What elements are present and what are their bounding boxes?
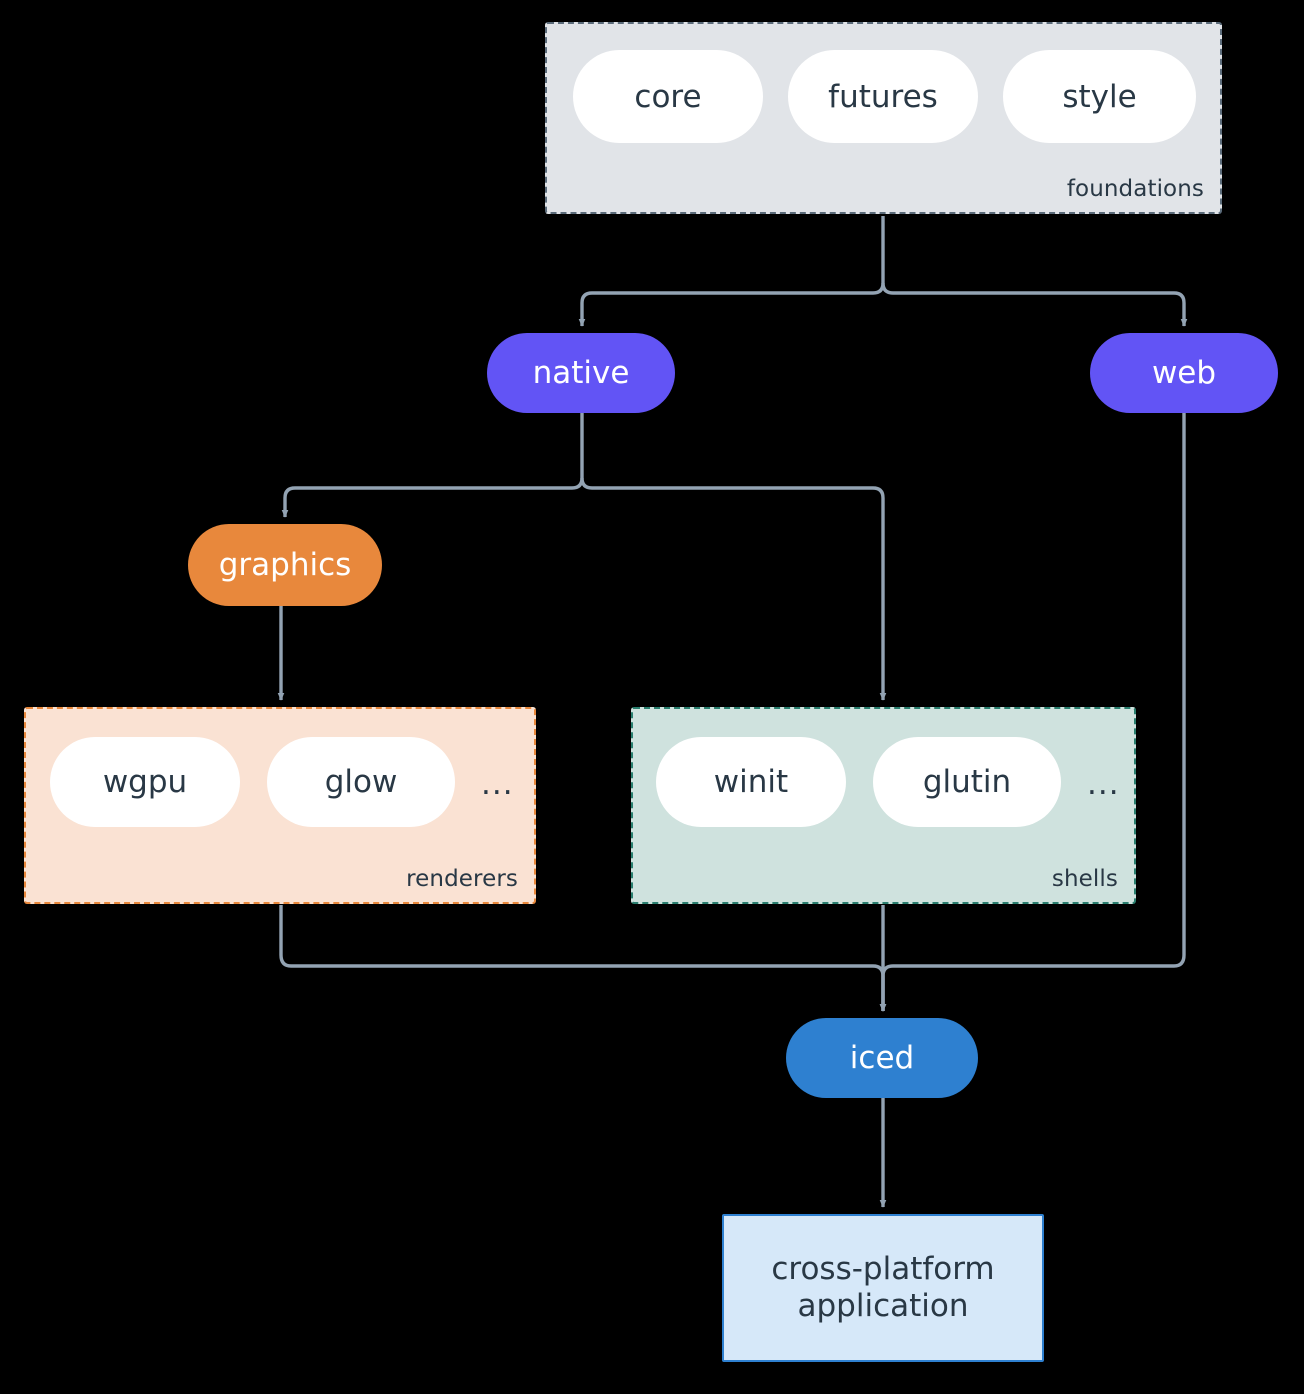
- node-native[interactable]: native: [487, 333, 675, 413]
- group-renderers-label: renderers: [406, 866, 518, 892]
- application-label-line2: application: [797, 1288, 969, 1324]
- group-shells-label: shells: [1051, 866, 1118, 892]
- pill-core[interactable]: core: [573, 50, 763, 143]
- pill-futures[interactable]: futures: [788, 50, 978, 143]
- edge-foundations-web: [881, 282, 1188, 327]
- pill-winit[interactable]: winit: [656, 737, 846, 827]
- edge-native-shells: [580, 477, 887, 701]
- application-label-line1: cross-platform: [771, 1251, 995, 1288]
- edge-foundations-native: [578, 282, 885, 327]
- pill-wgpu[interactable]: wgpu: [50, 737, 240, 827]
- renderers-more-ellipsis: ...: [481, 766, 514, 802]
- node-iced[interactable]: iced: [786, 1018, 978, 1098]
- pill-glow[interactable]: glow: [267, 737, 455, 827]
- edge-renderers-iced: [279, 905, 887, 1012]
- node-graphics[interactable]: graphics: [188, 524, 382, 606]
- shells-more-ellipsis: ...: [1087, 766, 1120, 802]
- node-web[interactable]: web: [1090, 333, 1278, 413]
- node-cross-platform-application[interactable]: cross-platform application: [722, 1214, 1044, 1362]
- edge-native-graphics: [281, 477, 584, 518]
- group-foundations-label: foundations: [1066, 176, 1204, 202]
- pill-style[interactable]: style: [1003, 50, 1196, 143]
- pill-glutin[interactable]: glutin: [873, 737, 1061, 827]
